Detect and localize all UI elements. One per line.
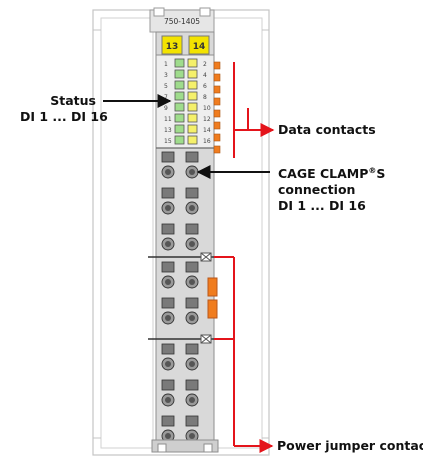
led-yellow [187,124,198,134]
led-yellow [187,102,198,112]
wire-entry-core [189,205,195,211]
marker-upper [200,252,212,262]
clamp-release-slot [185,151,199,163]
led-number-left: 9 [164,105,168,112]
bottom-foot [151,439,219,453]
led-green [174,135,185,145]
data-contact-pad [213,133,221,142]
wire-entry-core [189,169,195,175]
status-label: Status DI 1 ... DI 16 [20,93,108,125]
rail-frame-inner-left [100,17,154,449]
clamp-release-slot [161,151,175,163]
clamp-release-slot [161,343,175,355]
clamp-release-slot [161,187,175,199]
wire-entry-core [165,205,171,211]
clamp-release-slot [185,187,199,199]
wire-entry-core [165,433,171,439]
wire-entry-core [165,279,171,285]
led-number-right: 12 [203,116,211,123]
led-green [174,69,185,79]
cage-clamp-line3: DI 1 ... DI 16 [278,198,366,214]
wire-entry-core [189,361,195,367]
clamp-release-slot [185,415,199,427]
terminal-blocks [161,151,199,443]
led-number-left: 15 [164,138,172,145]
wire-entry-core [165,361,171,367]
led-number-right: 14 [203,127,211,134]
led-number-left: 13 [164,127,172,134]
terminal-14 [188,35,210,55]
led-yellow [187,80,198,90]
clamp-release-slot [185,297,199,309]
led-number-right: 16 [203,138,211,145]
power-jumper-contact-2 [207,299,218,319]
power-jumper-label: Power jumper contacts [277,438,423,453]
cage-clamp-label: CAGE CLAMP®S connection DI 1 ... DI 16 [278,163,385,214]
led-green [174,102,185,112]
part-number: 750-1405 [164,17,200,26]
clamp-release-slot [185,379,199,391]
marker-lower [200,334,212,344]
clamp-release-slot [161,223,175,235]
cage-clamp-line1: CAGE CLAMP®S [278,166,386,182]
led-number-right: 2 [203,61,207,68]
wire-entry-core [189,315,195,321]
rail-frame-inner-right [211,17,263,449]
led-yellow [187,69,198,79]
wire-entry-core [165,315,171,321]
led-number-right: 6 [203,83,207,90]
led-yellow [187,113,198,123]
data-contact-pad [213,73,221,82]
led-green [174,58,185,68]
wire-entry-core [165,397,171,403]
led-yellow [187,91,198,101]
led-number-left: 11 [164,116,172,123]
led-yellow [187,135,198,145]
wire-entry-core [165,169,171,175]
led-number-left: 3 [164,72,168,79]
led-green [174,80,185,90]
led-number-right: 8 [203,94,207,101]
led-number-left: 5 [164,83,168,90]
clamp-release-slot [161,297,175,309]
clamp-release-slot [185,343,199,355]
power-jumper-contact-1 [207,277,218,297]
clamp-release-slot [161,415,175,427]
terminal-13-label: 13 [166,42,179,52]
data-contacts-label: Data contacts [278,122,376,137]
led-yellow [187,58,198,68]
clamp-release-slot [185,261,199,273]
led-number-left: 7 [164,94,168,101]
clamp-release-slot [161,379,175,391]
clamp-release-slot [185,223,199,235]
data-contact-pad [213,97,221,106]
data-contact-pad [213,85,221,94]
cage-clamp-line2: connection [278,182,356,198]
data-contact-pad [213,61,221,70]
data-contact-pad [213,109,221,118]
status-label-line2: DI 1 ... DI 16 [20,109,108,124]
wire-entry-core [189,241,195,247]
clamp-release-slot [161,261,175,273]
data-contacts [213,61,221,154]
wire-entry-core [189,433,195,439]
data-contact-pad [213,145,221,154]
terminal-13 [161,35,183,55]
wire-entry-core [189,279,195,285]
wire-entry-core [189,397,195,403]
led-number-right: 10 [203,105,211,112]
data-contact-pad [213,121,221,130]
led-green [174,124,185,134]
led-green [174,91,185,101]
led-grid [174,58,198,145]
led-green [174,113,185,123]
led-number-left: 1 [164,61,168,68]
wire-entry-core [165,241,171,247]
status-label-line1: Status [50,93,96,108]
terminal-14-label: 14 [193,42,206,52]
led-number-right: 4 [203,72,207,79]
